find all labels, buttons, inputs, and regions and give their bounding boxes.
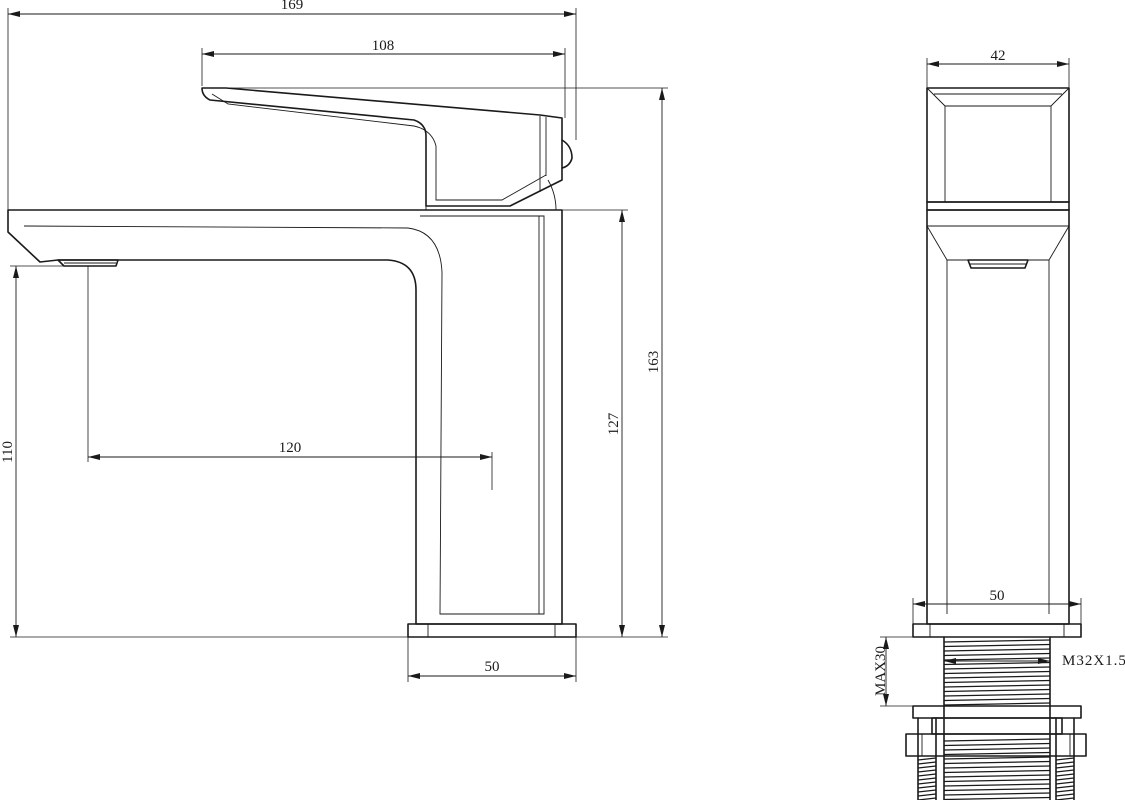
dim-overall-length: 169 xyxy=(281,0,304,13)
front-mounting-studs xyxy=(917,717,1075,800)
side-view xyxy=(7,87,577,638)
side-view-dimensions: 169 108 163 127 110 120 xyxy=(0,0,668,682)
stud-thread-line xyxy=(1055,777,1075,781)
thread-line xyxy=(943,747,1051,751)
stud-thread-line xyxy=(1055,793,1075,797)
thread-line xyxy=(943,756,1051,760)
dim-spout-height: 110 xyxy=(0,441,16,463)
thread-line xyxy=(943,697,1051,702)
front-handle-block xyxy=(926,87,1070,203)
stud-thread-line xyxy=(1055,773,1075,777)
stud-thread-line xyxy=(917,789,937,793)
stud-thread-line xyxy=(1055,769,1075,773)
thread-line xyxy=(943,760,1051,765)
stud-thread-line xyxy=(917,773,937,777)
thread-line xyxy=(943,643,1051,648)
stud-thread-line xyxy=(917,793,937,797)
thread-line xyxy=(943,783,1051,787)
front-washer xyxy=(912,705,1082,719)
front-base-plate xyxy=(912,623,1082,638)
stud-thread-line xyxy=(1055,761,1075,765)
thread-line xyxy=(943,657,1051,661)
dim-body-height: 127 xyxy=(606,412,622,435)
thread-line xyxy=(943,738,1051,742)
thread-line xyxy=(943,670,1051,675)
stud-thread-line xyxy=(1055,785,1075,789)
thread-line xyxy=(943,742,1051,747)
dim-spout-reach: 120 xyxy=(279,440,302,456)
stud-thread-line xyxy=(917,785,937,789)
thread-line xyxy=(943,778,1051,783)
thread-line xyxy=(943,639,1051,643)
stud-thread-line xyxy=(917,777,937,781)
dim-base-width-front: 50 xyxy=(990,588,1005,604)
thread-line xyxy=(943,774,1051,778)
side-body-spout xyxy=(7,209,563,625)
thread-line xyxy=(943,693,1051,697)
thread-line xyxy=(943,792,1051,796)
stud-thread-line xyxy=(917,769,937,773)
front-view-dimensions: 42 50 MAX30 M32X1.5 xyxy=(873,48,1125,707)
thread-line xyxy=(943,796,1051,800)
thread-line xyxy=(943,702,1051,706)
dim-max-thickness: MAX30 xyxy=(873,646,889,696)
thread-line xyxy=(943,648,1051,652)
stud-thread-line xyxy=(917,761,937,765)
dim-handle-width: 42 xyxy=(991,48,1006,64)
side-aerator xyxy=(57,259,119,267)
stud-thread-line xyxy=(1055,789,1075,793)
stud-thread-line xyxy=(1055,765,1075,769)
side-lever-handle xyxy=(201,87,563,207)
dim-overall-height: 163 xyxy=(646,351,662,374)
front-threaded-shank xyxy=(943,636,1051,800)
thread-line xyxy=(943,661,1051,666)
thread-line xyxy=(943,679,1051,684)
stud-thread-line xyxy=(917,781,937,785)
stud-thread-line xyxy=(1055,781,1075,785)
thread-line xyxy=(943,765,1051,769)
thread-line xyxy=(943,684,1051,688)
stud-thread-line xyxy=(1055,757,1075,761)
side-cartridge-cap xyxy=(561,139,573,169)
thread-line xyxy=(943,675,1051,679)
thread-line xyxy=(943,787,1051,792)
thread-line xyxy=(943,652,1051,657)
front-aerator xyxy=(967,259,1029,269)
front-view xyxy=(905,87,1087,800)
thread-line xyxy=(943,751,1051,756)
dim-handle-length: 108 xyxy=(372,38,395,54)
stud-thread-line xyxy=(917,765,937,769)
stud-thread-line xyxy=(917,757,937,761)
dim-thread-spec: M32X1.5 xyxy=(1062,653,1125,669)
front-body xyxy=(926,209,1070,625)
dim-base-width-side: 50 xyxy=(485,659,500,675)
thread-line xyxy=(943,688,1051,693)
side-base-plate xyxy=(407,623,577,638)
thread-line xyxy=(943,769,1051,774)
thread-line xyxy=(943,666,1051,670)
